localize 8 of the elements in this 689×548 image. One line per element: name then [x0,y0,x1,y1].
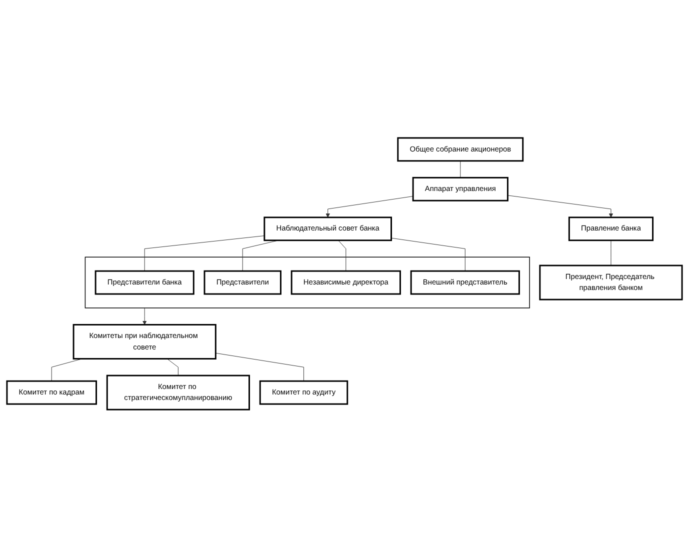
connector [215,353,304,382]
cluster [84,256,530,309]
connector [391,238,466,272]
connector [144,236,265,272]
connector [460,160,461,178]
connector [610,240,612,266]
connector [166,358,178,376]
connector [338,240,346,272]
